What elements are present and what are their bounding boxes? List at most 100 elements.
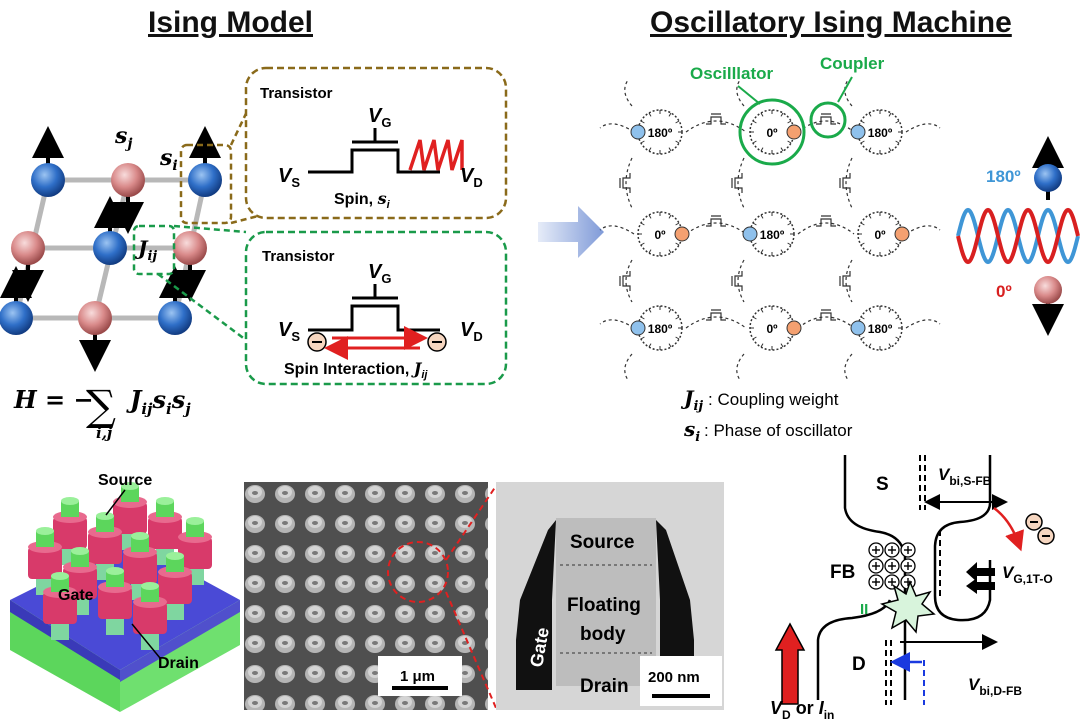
svg-text:VG: VG [368,105,391,130]
label-sub-ij: ij [147,249,157,264]
spin-up-7 [0,266,33,335]
hole-icon [868,542,884,558]
svg-text:VD or Iin: VD or Iin [770,698,834,720]
oscillator-phase: 180º [648,126,673,140]
oscillatory-ising-machine-title: Oscillatory Ising Machine [650,6,1012,39]
oscillator: 180º [630,109,683,155]
label-j: J [134,236,149,260]
hole-icon [884,542,900,558]
nanowire-pillar [123,532,157,600]
oscillator: 0º [749,109,802,155]
phase-dot [674,226,690,242]
coupling-box-heading: Transistor [262,248,335,265]
oscillator-phase: 180º [868,126,893,140]
coupler-icon [816,113,836,125]
coupler-icon [619,173,631,193]
svg-text:Vbi,S-FB: Vbi,S-FB [938,465,992,488]
coupler-label: Coupler [820,54,885,73]
svg-text:Jijsisj: Jijsisj [126,385,191,418]
coupler-icon [816,309,836,321]
hole-icon [900,558,916,574]
oscillator: 0º [637,211,690,257]
ising-model-title: Ising Model [148,6,313,39]
device-3d-illustration: Source Gate Drain [10,472,240,712]
ising-lattice: s j si Jij [0,123,233,372]
svg-text:VD: VD [460,165,483,190]
oscillator: 180º [850,109,903,155]
band-s-label: S [876,474,889,495]
sum-symbol: ∑ [86,381,116,430]
nanowire-pillar [98,567,132,635]
hole-icon [884,574,900,590]
tem-body-label: body [580,624,626,645]
coupler-icon [839,173,851,193]
transition-arrow [538,206,604,258]
spin-transistor-box: Transistor VG VS VD Spin, si [244,66,508,220]
phase-dot [742,226,758,242]
band-region-label: II [860,601,868,618]
tem-scale-text: 200 nm [648,669,700,686]
oscillator: 0º [749,305,802,351]
nanowire-pillar [133,582,167,650]
hole-icon [868,574,884,590]
nanowire-pillar [158,552,192,620]
spin-down-8 [78,301,112,372]
spin-box-heading: Transistor [260,85,333,102]
svg-text:VG,1T-O: VG,1T-O [1002,563,1053,586]
sem-image: 1 μm [244,482,488,710]
phase-dot [850,124,866,140]
tem-drain-label: Drain [580,676,629,697]
phase-wave-diagram: 180º 0º [956,136,1080,336]
nanowire-pillar [113,482,147,550]
phase-dot [630,320,646,336]
coupler-icon [619,271,631,291]
spin-up-1 [31,126,65,197]
spin-up-3 [188,126,222,197]
coupler-icon [816,215,836,227]
svg-text:VG: VG [368,261,391,286]
svg-text:si: si [159,145,178,174]
phase-dot [786,320,802,336]
legend-jij: Jij [680,386,703,414]
tem-floating-label: Floating [567,595,641,616]
coupler-icon [706,215,726,227]
coupling-highlight-box [132,224,176,276]
oscillator-phase: 180º [648,322,673,336]
phase-dot [786,124,802,140]
svg-text:VS: VS [278,319,300,344]
oscillator: 0º [857,211,910,257]
band-d-label: D [852,654,866,675]
oscillator: 180º [850,305,903,351]
oscillator: 180º [630,305,683,351]
spin-up-5 [93,196,127,265]
sawtooth-waveform [408,139,464,171]
wave-180-label: 180º [986,167,1021,186]
spin-down-6 [173,231,207,302]
svg-text:Jij: Jij [134,236,157,264]
hole-icon [900,542,916,558]
label-sub-j: j [124,136,132,152]
tem-image: Source Floating body Drain Gate 200 nm [496,482,724,710]
coupler-icon [731,271,743,291]
oscillator-phase: 0º [766,126,778,140]
input-arrow-icon [774,622,806,705]
impact-ionization-burst [880,579,936,634]
spin-down-4 [11,231,45,302]
svg-text:Spin, si: Spin, si [334,189,391,211]
sem-scale-text: 1 μm [400,668,435,685]
label-s: s [159,145,172,171]
oscillator-phase: 0º [654,228,666,242]
wave-0 [956,207,1080,265]
phase-dot [894,226,910,242]
coupler-icon [706,113,726,125]
band-fb-label: FB [830,562,855,583]
oscillator-phase: 180º [868,322,893,336]
wave-0-label: 0º [996,282,1012,301]
svg-text:VD: VD [460,319,483,344]
spin-transistor-symbol [308,128,440,174]
oscillator-phase: 0º [766,322,778,336]
sem-zoom-circle [387,541,449,603]
gate-label: Gate [58,587,94,604]
